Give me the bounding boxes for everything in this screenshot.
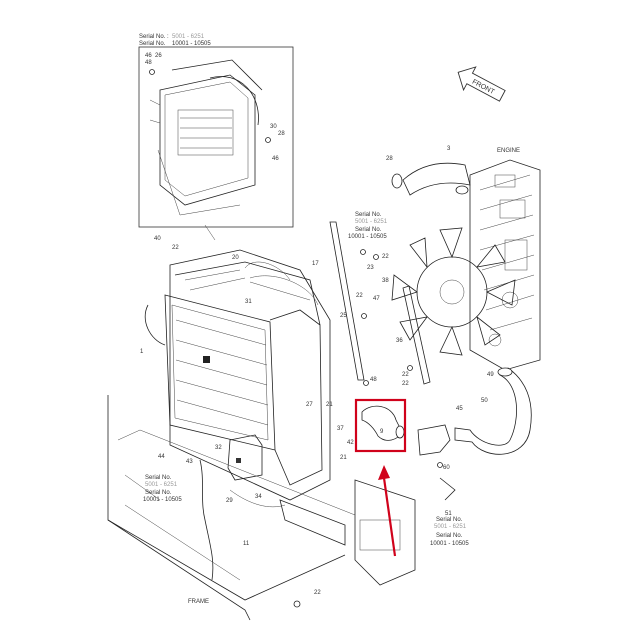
svg-text:5001 - 6251: 5001 - 6251 [355,219,388,225]
part-22b: 22 [356,293,363,299]
part-26-inset: 26 [155,53,162,59]
part-46-inset: 46 [145,53,152,59]
frame-label: FRAME [188,599,209,605]
outlet-fitting: 60 51 [417,424,456,517]
inset-serial-range-b: 10001 - 10505 [172,41,211,47]
part-11: 11 [243,541,250,547]
part-48b: 48 [370,377,377,383]
part-45: 45 [456,406,463,412]
part-25: 25 [340,313,347,319]
part-21b: 21 [340,455,347,461]
svg-text:5001 - 6251: 5001 - 6251 [145,482,178,488]
svg-text:5001 - 6251: 5001 - 6251 [434,524,467,530]
part-49: 49 [487,372,494,378]
part-22c: 22 [402,372,409,378]
part-60: 60 [443,465,450,471]
serial-note-lower-right: Serial No. 5001 - 6251 Serial No. 10001 … [430,517,469,547]
drain-hose [199,459,214,581]
support-rods: 17 36 38 23 22 22 22 22 48 47 [312,221,431,387]
part-17: 17 [312,261,319,267]
cooling-fan [391,227,516,356]
part-43: 43 [186,459,193,465]
part-50: 50 [481,398,488,404]
highlight-arrow-head [378,465,390,480]
part-32: 32 [215,445,222,451]
inset-serial-label-b: Serial No. [139,41,166,47]
part-37: 37 [337,426,344,432]
svg-text:Serial No.: Serial No. [145,475,172,481]
part-36: 36 [396,338,403,344]
inset-serial-label-a: Serial No. : [139,34,169,40]
svg-text:10001 - 10505: 10001 - 10505 [348,234,387,240]
part-47: 47 [373,296,380,302]
part-42: 42 [347,440,354,446]
svg-text:10001 - 10505: 10001 - 10505 [143,497,182,503]
frame-base: FRAME 22 [107,395,416,621]
part-22-bottom: 22 [314,590,321,596]
svg-text:Serial No.: Serial No. [355,227,382,233]
svg-text:10001 - 10505: 10001 - 10505 [430,541,469,547]
engine-label: ENGINE [497,148,520,154]
part-3: 3 [447,146,451,152]
part-27: 27 [306,402,313,408]
part-48-inset: 48 [145,60,152,66]
highlight-box [354,398,407,453]
part-1: 1 [140,349,144,355]
part-40: 40 [154,236,161,242]
highlighted-hose-part: 9 [354,398,407,557]
part-22d: 22 [402,381,409,387]
front-arrow: FRONT [457,66,506,102]
part-9: 9 [380,429,384,435]
part-46b-inset: 46 [272,156,279,162]
part-28: 28 [386,156,393,162]
serial-note-upper-right: Serial No. 5001 - 6251 Serial No. 10001 … [348,212,388,240]
part-22a: 22 [382,254,389,260]
inset-serial-range-a: 5001 - 6251 [172,34,205,40]
part-51: 51 [445,511,452,517]
part-30-inset: 30 [270,124,277,130]
part-38: 38 [382,278,389,284]
part-23: 23 [367,265,374,271]
svg-text:Serial No.: Serial No. [145,490,172,496]
svg-text:Serial No.: Serial No. [355,212,382,218]
radiator-assembly: 1 40 22 20 31 25 21 21 43 44 34 29 32 11… [140,236,354,547]
part-34: 34 [255,494,262,500]
highlight-arrow-shaft [382,477,397,557]
part-44: 44 [158,454,165,460]
part-20: 20 [232,255,239,261]
part-21a: 21 [326,402,333,408]
part-29: 29 [226,498,233,504]
part-28-inset: 28 [278,131,285,137]
serial-note-lower-left: Serial No. 5001 - 6251 Serial No. 10001 … [143,475,182,503]
svg-text:Serial No.: Serial No. [436,533,463,539]
inset-detail: Serial No. : 5001 - 6251 Serial No. 1000… [138,34,294,241]
part-22e: 22 [172,245,179,251]
part-31: 31 [245,299,252,305]
svg-text:Serial No.: Serial No. [436,517,463,523]
engine-assembly: ENGINE 3 28 50 45 49 [386,146,541,455]
